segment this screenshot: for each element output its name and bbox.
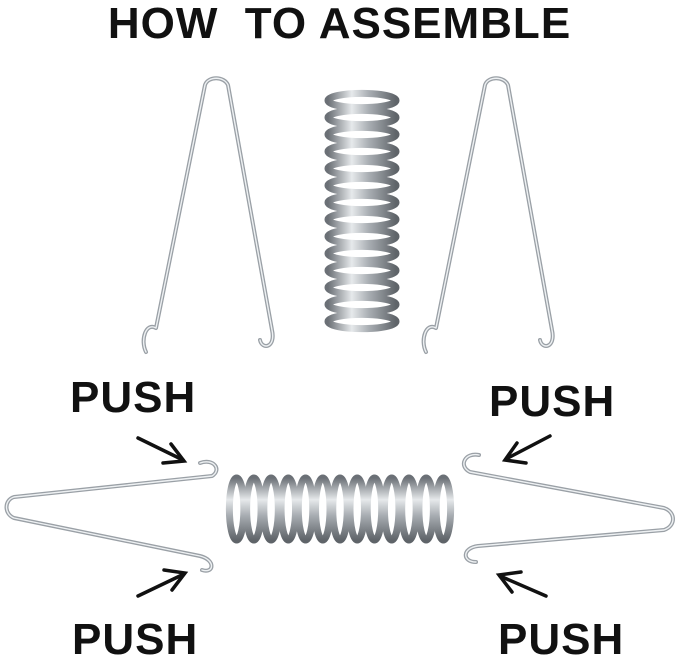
arrow-top-right <box>501 434 552 465</box>
spring-coil <box>363 474 386 544</box>
push-label-bottom-left: PUSH <box>72 615 199 664</box>
push-label-bottom-right: PUSH <box>498 615 625 664</box>
spring-coil <box>243 474 265 544</box>
spring-coil <box>324 106 400 129</box>
spring-coil <box>225 474 248 544</box>
spring-coil <box>324 293 400 316</box>
spring-coil <box>324 191 400 214</box>
spring-coil <box>324 259 400 282</box>
spring-vertical <box>324 89 400 333</box>
spring-coil <box>324 89 400 112</box>
spring-coil <box>398 474 420 544</box>
arrow-bottom-left <box>136 568 189 598</box>
spring-coil <box>324 123 400 146</box>
wire-bracket-bottom-left <box>4 459 219 573</box>
spring-coil <box>380 474 403 544</box>
spring-coil <box>324 310 400 333</box>
arrow-bottom-right <box>495 570 548 598</box>
wire-bracket-top-left <box>141 76 275 354</box>
spring-coil <box>346 474 368 544</box>
wire-bracket-top-right <box>421 76 555 354</box>
spring-coil <box>329 474 351 544</box>
wire-bracket-bottom-right <box>461 452 675 564</box>
page-title: HOW TO ASSEMBLE <box>107 0 572 48</box>
spring-coil <box>324 276 400 299</box>
push-label-top-right: PUSH <box>489 377 616 426</box>
push-label-top-left: PUSH <box>70 373 197 422</box>
spring-coil <box>277 474 300 544</box>
spring-coil <box>324 174 400 197</box>
arrow-top-left <box>136 436 188 465</box>
spring-coil <box>324 140 400 163</box>
spring-coil <box>324 242 400 265</box>
spring-coil <box>324 225 400 248</box>
spring-horizontal <box>225 474 455 544</box>
spring-coil <box>294 474 317 544</box>
spring-coil <box>260 474 282 544</box>
spring-coil <box>415 474 437 544</box>
spring-coil <box>324 157 400 180</box>
spring-coil <box>312 474 334 544</box>
spring-coil <box>432 474 455 544</box>
spring-coil <box>324 208 400 231</box>
